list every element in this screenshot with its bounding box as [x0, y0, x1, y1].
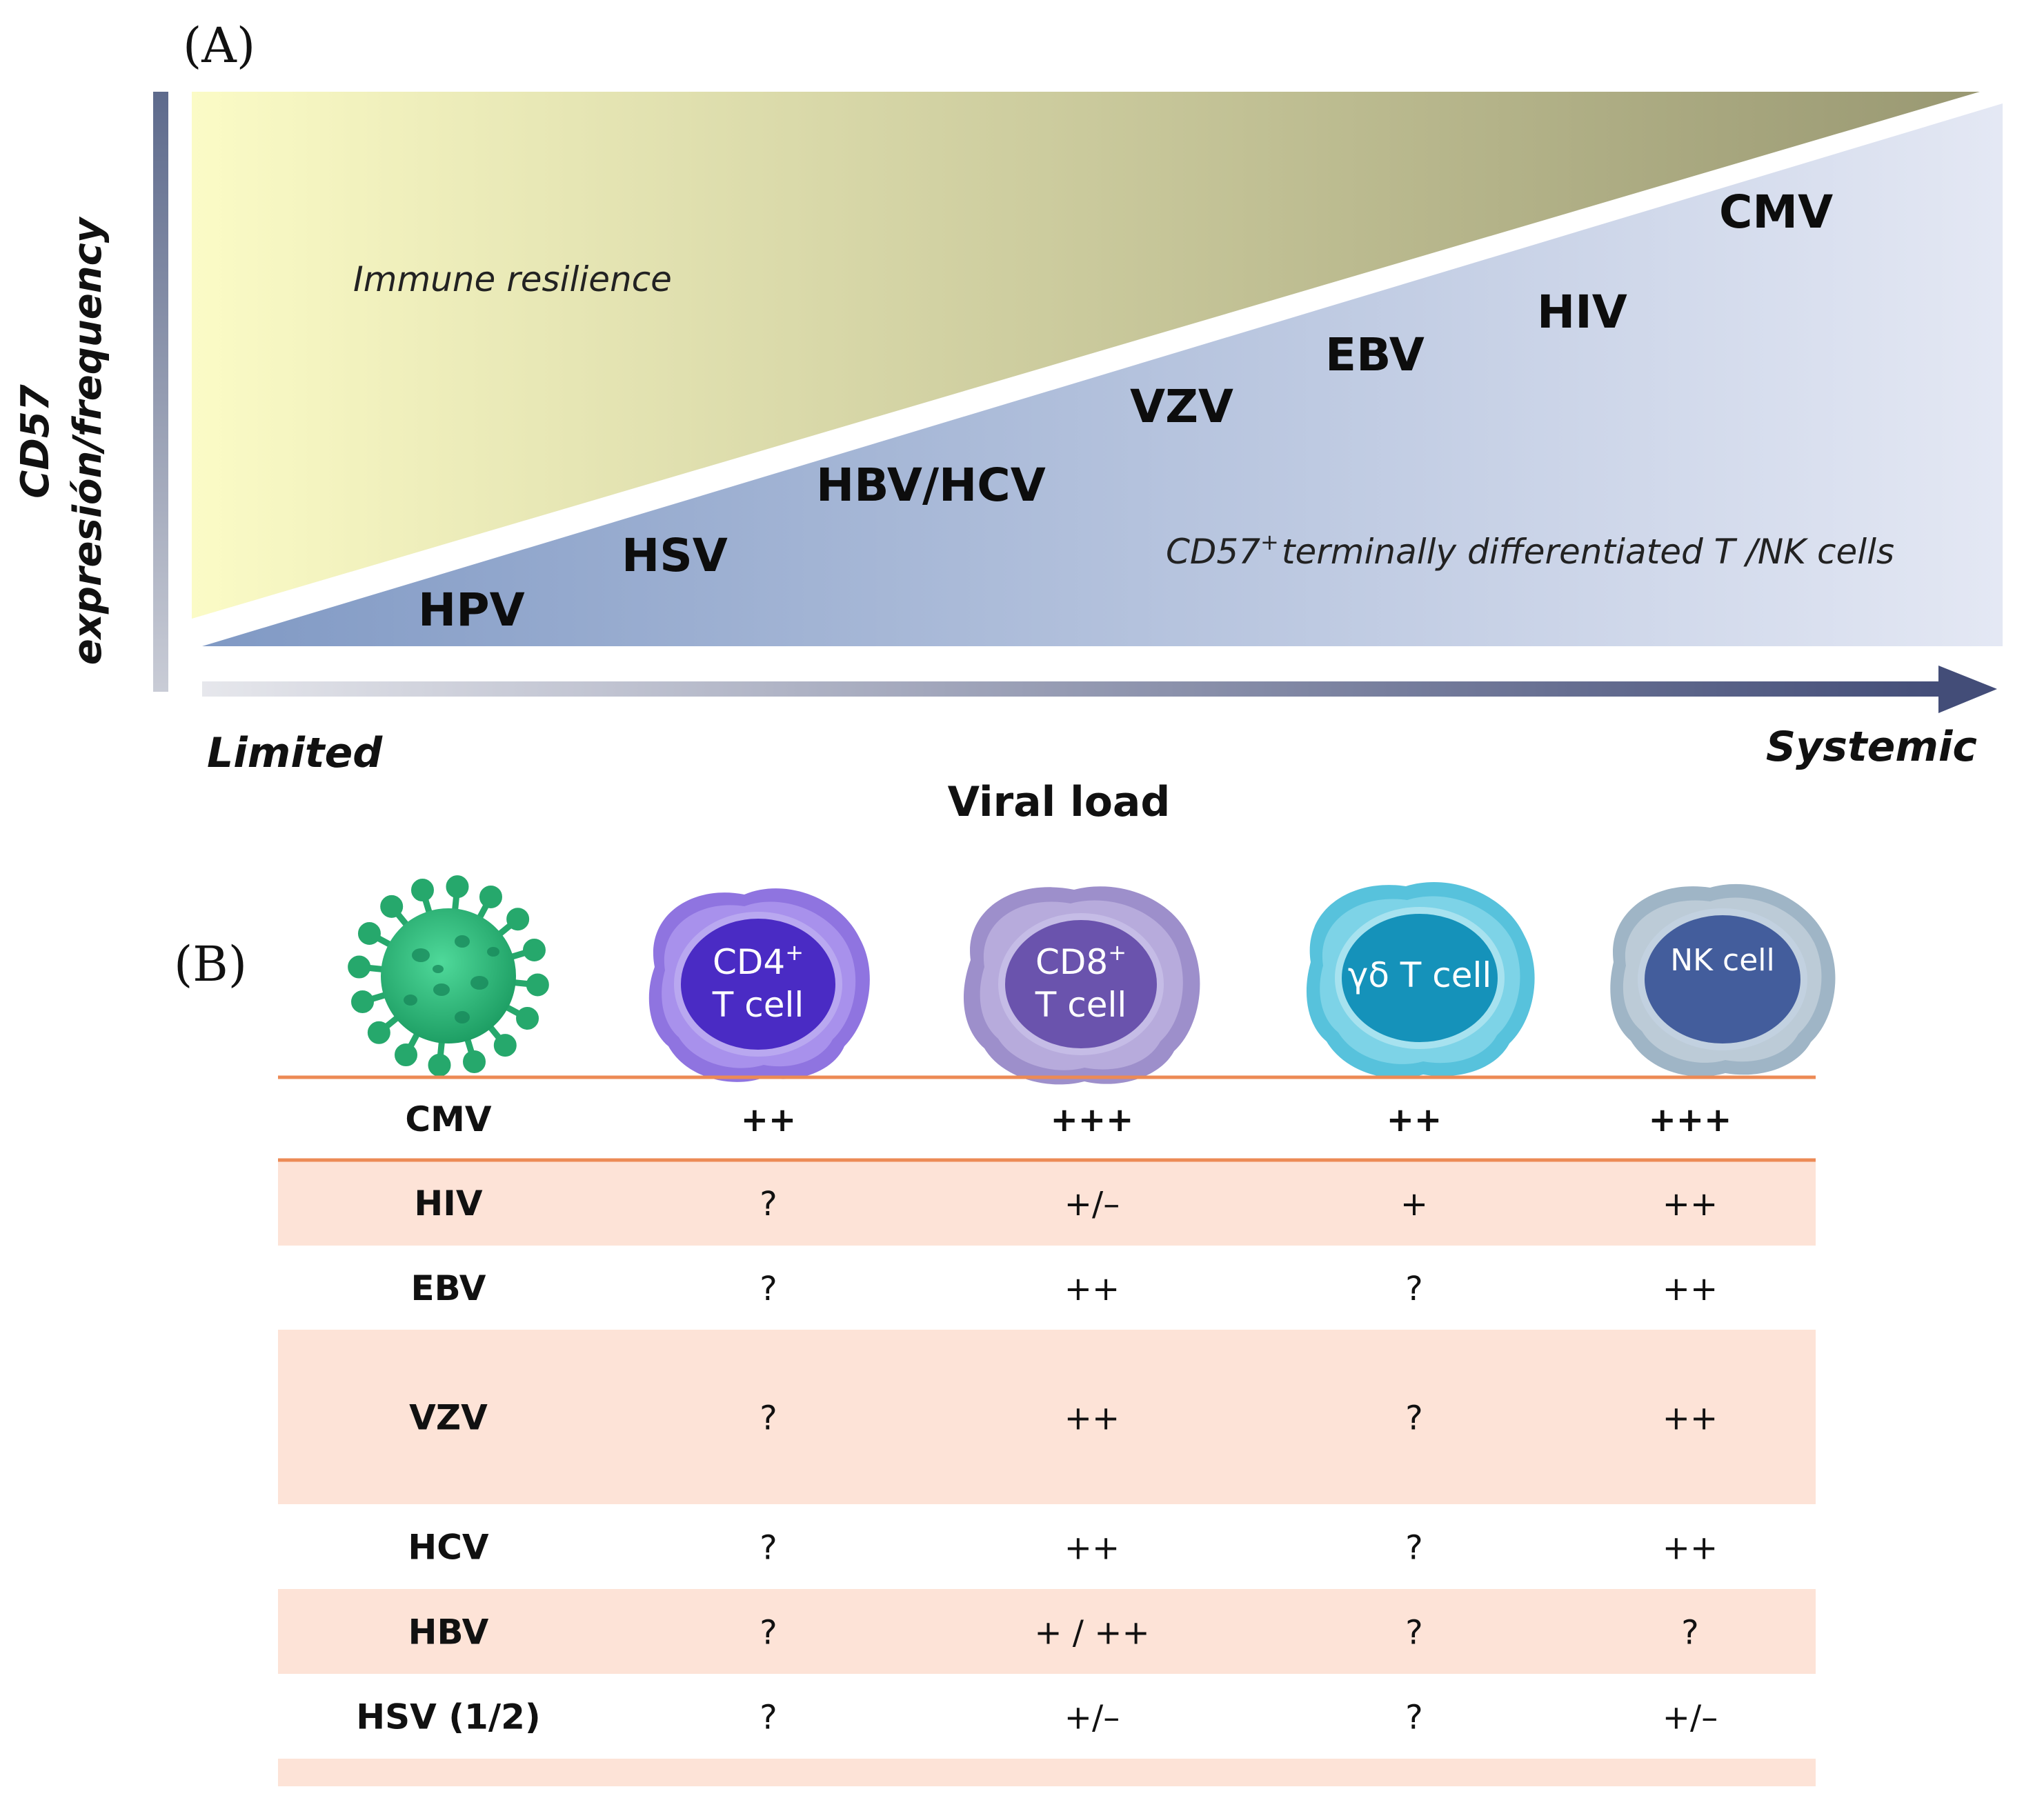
value-cell: ++ [1663, 1529, 1718, 1568]
immune-resilience-region [192, 92, 1980, 619]
table-row: CMV++++++++++ [405, 1099, 1732, 1139]
value-cell: ? [760, 1529, 777, 1568]
virus-spike-tip [351, 990, 375, 1014]
virus-spike-tip [516, 1006, 539, 1030]
virus-spike-tip [357, 922, 381, 946]
virus-spike-tip [380, 895, 404, 918]
value-cell: ++ [1064, 1399, 1120, 1438]
table-row: EBV? ++? ++ [411, 1268, 1718, 1308]
virus-label-vzv: VZV [1130, 380, 1233, 433]
virus-spike-tip [348, 955, 371, 979]
value-cell: + / ++ [1034, 1614, 1149, 1652]
row-shade [278, 1160, 1816, 1246]
value-cell: ? [760, 1185, 777, 1223]
panel-b-label: (B) [174, 936, 247, 992]
value-cell: ? [1405, 1699, 1422, 1737]
value-cell: ? [760, 1270, 777, 1308]
table-row: HIV?+/–+++ [278, 1160, 1816, 1246]
virus-label-hsv: HSV [622, 529, 728, 582]
gd-label: γδ T cell [1348, 955, 1492, 995]
table-row: HCV? ++? ++ [408, 1528, 1718, 1568]
value-cell: ? [1405, 1270, 1422, 1308]
x-axis-arrow [202, 666, 1997, 713]
virus-name-cell: HBV [408, 1612, 489, 1652]
virus-spike-tip [428, 1053, 451, 1077]
value-cell: ? [1405, 1614, 1422, 1652]
value-cell: ? [1405, 1529, 1422, 1568]
value-cell: ++ [1663, 1270, 1718, 1308]
value-cell: +/– [1064, 1185, 1120, 1223]
table-row: HSV (1/2)? +/–? +/– [356, 1697, 1718, 1737]
cd8-sublabel: T cell [1035, 985, 1127, 1025]
table-row: VZV? ++? ++ [278, 1330, 1816, 1504]
value-cell: +/– [1663, 1699, 1718, 1737]
virus-spike-tip [446, 875, 469, 899]
value-cell: ++ [1064, 1270, 1120, 1308]
y-axis-title-line2: expresión/frequency [66, 216, 110, 665]
y-axis-title-line1: CD57 [13, 384, 58, 499]
value-cell: +/– [1064, 1699, 1120, 1737]
virus-name-cell: HCV [408, 1528, 489, 1568]
virus-label-ebv: EBV [1325, 328, 1425, 381]
y-axis-title: CD57 expresión/frequency [13, 216, 110, 665]
value-cell: ? [760, 1399, 777, 1438]
virus-label-cmv: CMV [1719, 186, 1833, 239]
virus-label-hpv: HPV [418, 583, 525, 637]
cd4-t-cell-icon: CD4+ T cell [648, 888, 870, 1082]
virus-spike-tip [410, 879, 434, 902]
virus-labels: HPV HSV HBV/HCV VZV EBV HIV CMV [418, 186, 1833, 637]
virus-spike-tip [526, 973, 549, 997]
nk-cell-icon: NK cell [1610, 883, 1836, 1077]
nk-label: NK cell [1670, 943, 1774, 978]
value-cell: ? [760, 1614, 777, 1652]
virus-spike-tip [463, 1050, 486, 1073]
immune-resilience-label: Immune resilience [353, 259, 672, 299]
virus-name-cell: EBV [411, 1268, 486, 1308]
terminal-differentiation-region [202, 103, 2003, 646]
x-axis-right-label: Systemic [1766, 723, 1977, 771]
virus-spike-tip [522, 938, 546, 961]
cd8-label: CD8+ [1035, 939, 1127, 982]
table-row: HBV? + / ++?? [278, 1589, 1816, 1674]
value-cell: ++ [1387, 1101, 1442, 1139]
cd4-label: CD4+ [713, 939, 804, 982]
virus-spike-tip [493, 1034, 517, 1057]
value-cell: +++ [1051, 1101, 1134, 1139]
x-axis-left-label: Limited [207, 729, 383, 777]
value-cell: ++ [1064, 1529, 1120, 1568]
virus-label-hbv-hcv: HBV/HCV [816, 459, 1046, 512]
virus-name-cell: HIV [414, 1183, 482, 1223]
row-shade [278, 1589, 1816, 1674]
virus-spike-tip [395, 1043, 418, 1067]
cd57-cells-label: CD57+terminally differentiated T /NK cel… [1166, 529, 1894, 572]
row-shade [278, 1759, 1816, 1786]
row-shade [278, 1330, 1816, 1504]
virus-spike-tip [367, 1021, 390, 1044]
virus-cell-table: CMV++++++++++HIV?+/–+++EBV?++?++VZV?++?+… [278, 1075, 1816, 1786]
gd-t-cell-icon: γδ T cell [1306, 882, 1535, 1079]
virus-icon [348, 875, 549, 1077]
virus-name-cell: VZV [409, 1398, 488, 1438]
virus-spike-tip [506, 908, 530, 931]
virus-spike-tip [479, 885, 502, 908]
virus-label-hiv: HIV [1537, 286, 1627, 339]
value-cell: ? [1405, 1399, 1422, 1438]
value-cell: + [1400, 1185, 1428, 1223]
value-cell: ++ [1663, 1399, 1718, 1438]
value-cell: ? [760, 1699, 777, 1737]
virus-name-cell: CMV [405, 1099, 491, 1139]
virus-name-cell: HSV (1/2) [356, 1697, 541, 1737]
value-cell: ++ [1663, 1185, 1718, 1223]
cd4-sublabel: T cell [712, 985, 804, 1025]
cd8-t-cell-icon: CD8+ T cell [963, 886, 1200, 1085]
panel-a-label: (A) [183, 17, 255, 74]
y-axis-bar [153, 92, 168, 692]
value-cell: ? [1681, 1614, 1698, 1652]
value-cell: +++ [1649, 1101, 1732, 1139]
x-axis-title: Viral load [948, 778, 1171, 826]
value-cell: ++ [741, 1101, 796, 1139]
